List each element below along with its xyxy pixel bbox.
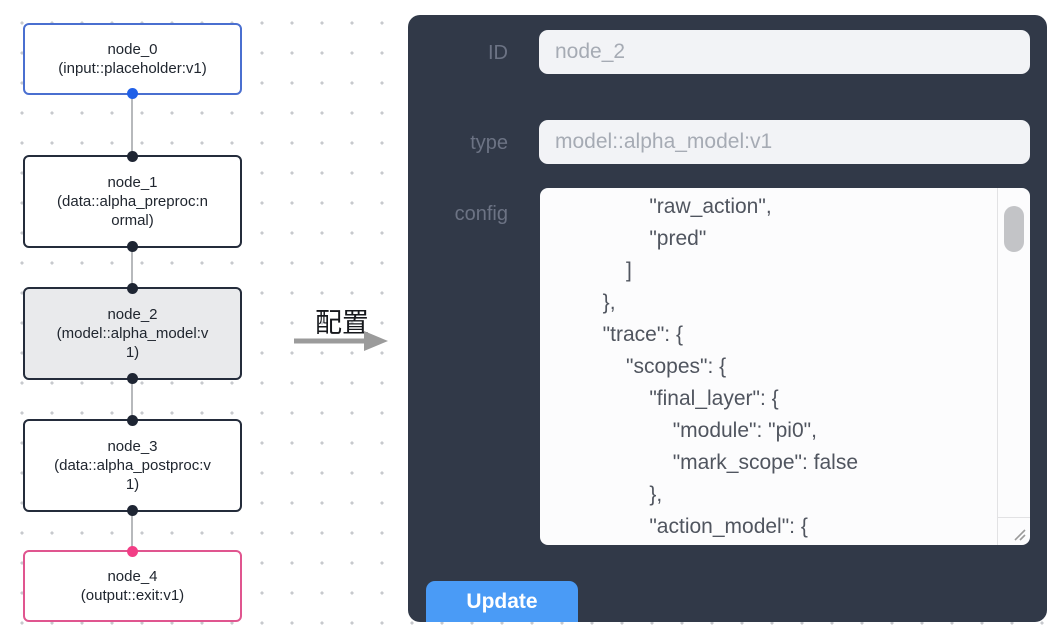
input-port[interactable]	[127, 151, 138, 162]
update-button[interactable]: Update	[426, 581, 578, 622]
output-port[interactable]	[127, 373, 138, 384]
type-field-label: type	[470, 132, 508, 154]
edge-node2-node3	[131, 380, 133, 419]
node-title: node_4	[107, 568, 158, 585]
output-port[interactable]	[127, 241, 138, 252]
config-scrollbar-track[interactable]	[997, 188, 1030, 517]
node-title: node_3	[107, 438, 158, 455]
id-field-label: ID	[488, 42, 508, 64]
flow-node-node_4[interactable]: node_4 (output::exit:v1)	[23, 546, 242, 622]
right-arrow-icon	[294, 331, 388, 351]
type-input[interactable]	[539, 120, 1030, 164]
node-title: node_0	[107, 41, 158, 58]
configure-annotation: 配置	[315, 308, 369, 338]
config-field-label: config	[454, 203, 508, 225]
flow-node-node_0[interactable]: node_0 (input::placeholder:v1)	[23, 23, 242, 99]
node-type-label: (model::alpha_model:v1)	[56, 325, 209, 361]
output-port[interactable]	[127, 505, 138, 516]
edge-node0-node1	[131, 95, 133, 155]
resize-grip-icon[interactable]	[1011, 526, 1027, 542]
node-title: node_2	[107, 306, 158, 323]
node-title: node_1	[107, 174, 158, 191]
edge-node1-node2	[131, 248, 133, 287]
config-json-text[interactable]: "raw_action", "pred" ] }, "trace": { "sc…	[602, 195, 859, 538]
node-type-label: (data::alpha_postproc:v1)	[54, 457, 211, 493]
node-config-panel: ID type config "raw_action", "pred" ] },…	[408, 15, 1047, 622]
flow-node-node_1[interactable]: node_1 (data::alpha_preproc:normal)	[23, 151, 242, 252]
id-input[interactable]	[539, 30, 1030, 74]
output-port[interactable]	[127, 88, 138, 99]
edge-node3-node4	[131, 511, 133, 550]
config-scrollbar-thumb[interactable]	[1004, 206, 1024, 252]
config-scrollbar-corner	[997, 517, 1030, 545]
flow-node-node_2[interactable]: node_2 (model::alpha_model:v1)	[23, 283, 242, 384]
input-port[interactable]	[127, 546, 138, 557]
node-type-label: (input::placeholder:v1)	[58, 60, 207, 77]
config-textarea[interactable]: "raw_action", "pred" ] }, "trace": { "sc…	[540, 188, 1030, 545]
flow-node-node_3[interactable]: node_3 (data::alpha_postproc:v1)	[23, 415, 242, 516]
node-type-label: (output::exit:v1)	[80, 587, 185, 604]
node-type-label: (data::alpha_preproc:normal)	[57, 193, 208, 229]
input-port[interactable]	[127, 415, 138, 426]
input-port[interactable]	[127, 283, 138, 294]
